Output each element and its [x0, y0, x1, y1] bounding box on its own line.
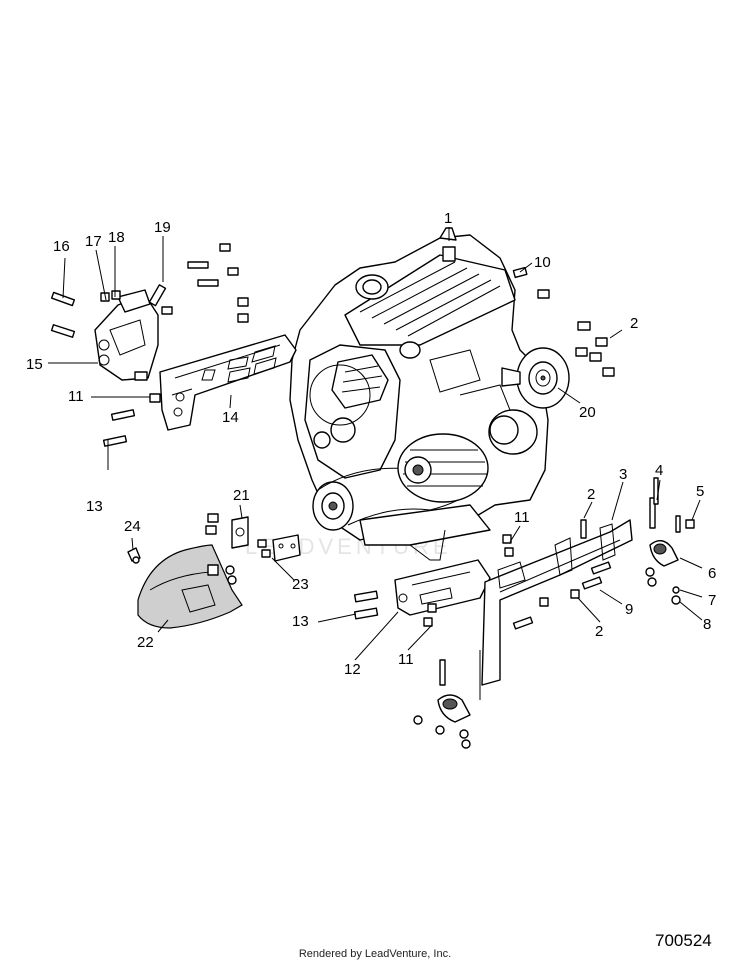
rubber-mount-lower: [413, 659, 471, 749]
cross-member-3: [481, 519, 633, 686]
callout-18: 18: [108, 229, 125, 246]
callout-24: 24: [124, 518, 141, 535]
callout-13: 13: [86, 498, 103, 515]
leader-lines: [48, 227, 703, 700]
callout-12: 12: [344, 661, 361, 678]
engine-mount-12: [353, 559, 491, 627]
left-engine-mount-15: [94, 289, 159, 381]
bolts-right-lower: [502, 477, 681, 630]
callout-2: 2: [630, 315, 639, 332]
callout-1: 1: [444, 210, 453, 227]
flex-plate-20: [501, 347, 570, 409]
callout-11: 11: [398, 651, 414, 668]
callout-14: 14: [222, 409, 239, 426]
callout-11: 11: [514, 509, 530, 526]
callout-23: 23: [292, 576, 309, 593]
figure-number: 700524: [655, 931, 712, 950]
callout-21: 21: [233, 487, 250, 504]
left-engine-mount-14: [159, 334, 297, 431]
callout-7: 7: [708, 592, 717, 609]
callout-9: 9: [625, 601, 634, 618]
engine-assembly: [289, 227, 549, 561]
callout-20: 20: [579, 404, 596, 421]
callout-15: 15: [26, 356, 43, 373]
callout-4: 4: [655, 462, 664, 479]
callout-13: 13: [292, 613, 309, 630]
callout-3: 3: [619, 466, 628, 483]
callout-5: 5: [696, 483, 705, 500]
callout-19: 19: [154, 219, 171, 236]
callout-2: 2: [587, 486, 596, 503]
bolts-upper-left: [50, 243, 249, 447]
callout-2: 2: [595, 623, 604, 640]
callout-16: 16: [53, 238, 70, 255]
callout-17: 17: [85, 233, 102, 250]
bolts-upper-right: [512, 266, 615, 377]
footer-credit: Rendered by LeadVenture, Inc.: [298, 948, 452, 960]
bracket-21: [205, 513, 249, 549]
rubber-mount-6: [645, 497, 695, 605]
plate-23: [257, 534, 301, 562]
skid-plate-22: [127, 544, 243, 629]
callout-10: 10: [534, 254, 551, 271]
callout-6: 6: [708, 565, 717, 582]
callout-11: 11: [68, 388, 84, 405]
callout-8: 8: [703, 616, 712, 633]
callout-22: 22: [137, 634, 154, 651]
